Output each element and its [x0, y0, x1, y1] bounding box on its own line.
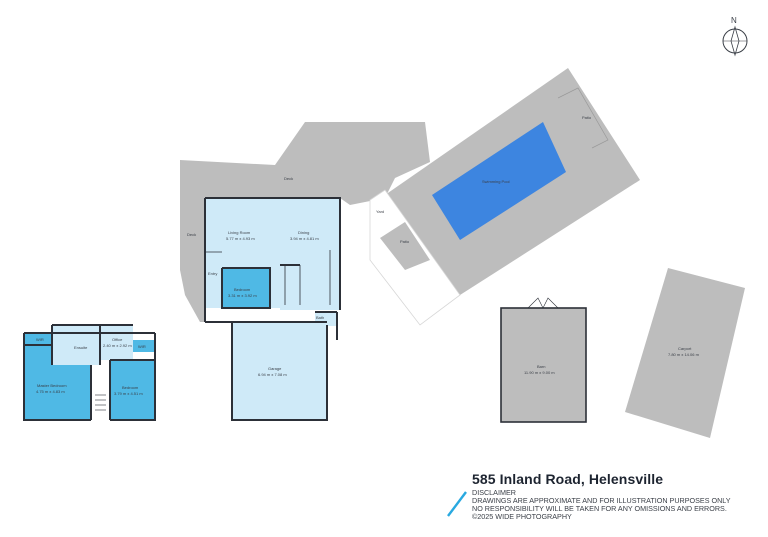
- hallway: [91, 365, 110, 420]
- patio-left: [380, 222, 430, 270]
- pool: [432, 122, 566, 240]
- deck-area: [180, 122, 430, 270]
- disclaimer-line-2: NO RESPONSIBILITY WILL BE TAKEN FOR ANY …: [472, 504, 727, 513]
- office-label: Office: [112, 337, 123, 342]
- master-bedroom-label: Master Bedroom: [37, 383, 67, 388]
- bedroom-1-dim: 3.31 m x 3.92 m: [228, 293, 257, 298]
- disclaimer-heading: DISCLAIMER: [472, 488, 516, 497]
- office-dim: 2.40 m x 2.92 m: [103, 343, 132, 348]
- disclaimer-line-1: DRAWINGS ARE APPROXIMATE AND FOR ILLUSTR…: [472, 496, 731, 505]
- garage-room: [232, 322, 327, 420]
- compass-icon: N: [718, 15, 752, 62]
- dining-dim: 3.94 m x 4.81 m: [290, 236, 319, 241]
- ensuite-label: Ensuite: [74, 345, 88, 350]
- deck-left-label: Deck: [187, 232, 196, 237]
- property-address: 585 Inland Road, Helensville: [472, 471, 664, 487]
- barn: [500, 307, 587, 423]
- barn-label: Barn: [537, 364, 545, 369]
- disclaimer-line-3: ©2025 WIDE PHOTOGRAPHY: [472, 512, 572, 521]
- bedroom-2-label: Bedroom: [122, 385, 139, 390]
- bedroom-2: [110, 360, 155, 420]
- disclaimer: DISCLAIMER DRAWINGS ARE APPROXIMATE AND …: [472, 489, 731, 521]
- wir-1-label: WIR: [36, 337, 44, 342]
- living-room-dim: 5.77 m x 4.93 m: [226, 236, 255, 241]
- kitchen-room: [280, 265, 340, 310]
- deck-top-label: Deck: [284, 176, 293, 181]
- compass-north-label: N: [731, 16, 737, 25]
- bedroom-1: [222, 268, 270, 308]
- wir-2: [133, 340, 155, 352]
- patio-left-label: Patio: [400, 239, 410, 244]
- ensuite-room: [52, 325, 100, 365]
- bath-label: Bath: [316, 315, 324, 320]
- master-bedroom-dim: 4.75 m x 4.83 m: [36, 389, 65, 394]
- carport-label: Carport: [678, 346, 692, 351]
- carport: [625, 268, 745, 438]
- carport-dim: 7.80 m x 14.06 m: [668, 352, 700, 357]
- garage-label: Garage: [268, 366, 282, 371]
- yard-label: Yard: [376, 209, 384, 214]
- bedroom-1-label: Bedroom: [234, 287, 251, 292]
- accent-slash-icon: [446, 490, 468, 523]
- bedroom-2-dim: 3.79 m x 4.51 m: [114, 391, 143, 396]
- office-room: [100, 325, 133, 360]
- deck-left-area: [180, 200, 205, 322]
- barn-dim: 11.90 m x 9.00 m: [524, 370, 555, 375]
- dining-label: Dining: [298, 230, 309, 235]
- garage-dim: 6.94 m x 7.08 m: [258, 372, 287, 377]
- patio-top-outline: [557, 87, 609, 149]
- entry-label: Entry: [208, 271, 217, 276]
- pool-label: Swimming Pool: [482, 179, 510, 184]
- wir-2-label: WIR: [138, 344, 146, 349]
- wir-1: [24, 333, 52, 345]
- barn-doors: [527, 297, 559, 309]
- living-room-label: Living Room: [228, 230, 251, 235]
- patio-top-label: Patio: [582, 115, 592, 120]
